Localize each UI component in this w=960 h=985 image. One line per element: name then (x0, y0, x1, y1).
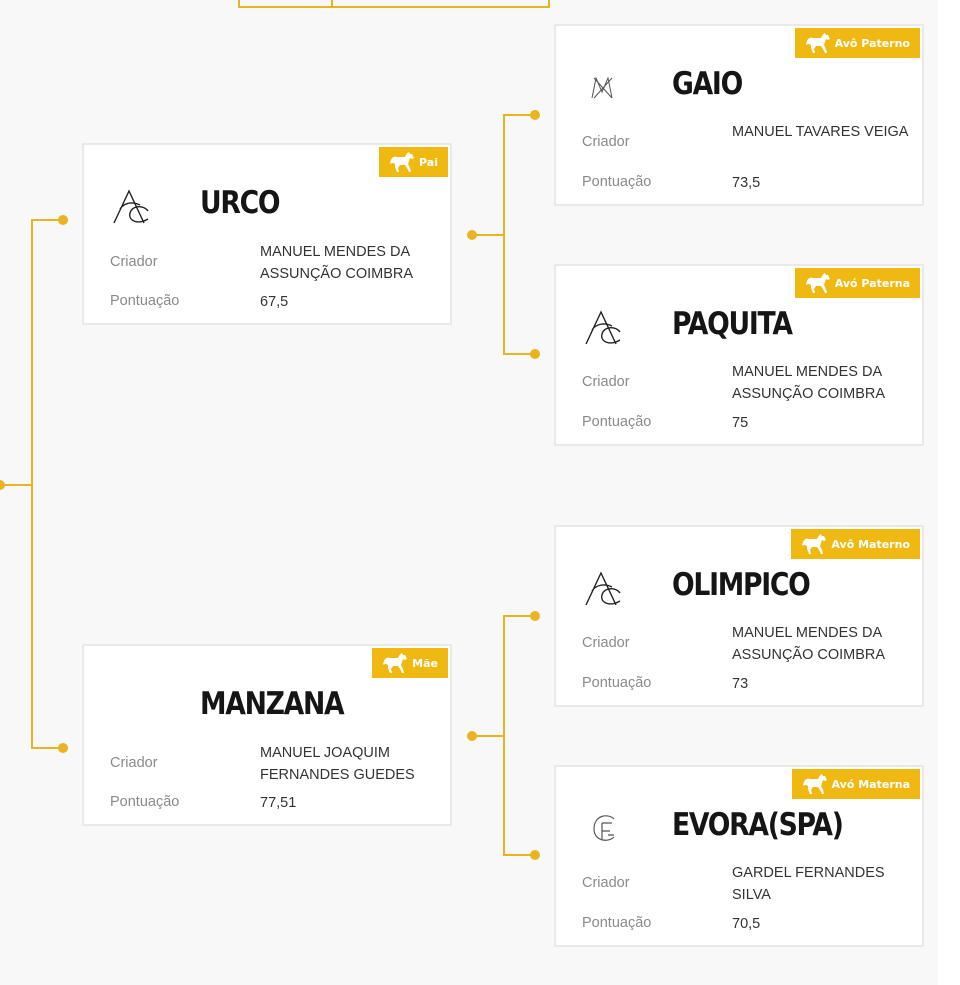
breeder-value: MANUEL MENDES DA ASSUNÇÃO COIMBRA (732, 625, 886, 663)
breeder-value: MANUEL MENDES DA ASSUNÇÃO COIMBRA (732, 364, 886, 402)
breeder-label: Criador (110, 755, 158, 771)
score-label: Pontuação (110, 794, 180, 810)
breeder-value: GARDEL FERNANDES SILVA (732, 865, 885, 903)
brand-ac-mark (110, 187, 156, 227)
brand-ac-mark (582, 569, 628, 609)
card-avo-materna[interactable]: Avó Materna EVORA(SPA) Criador GARDEL FE… (554, 765, 924, 947)
connector-from-pai (472, 234, 504, 236)
connector-dot (0, 480, 5, 490)
connector-to-mae (31, 747, 63, 749)
score-value: 73 (732, 676, 749, 692)
score-value: 70,5 (732, 916, 761, 932)
horse-name: URCO (200, 185, 281, 221)
horse-icon (801, 533, 827, 555)
brand-ac-mark (582, 308, 628, 348)
breeder-label: Criador (582, 635, 630, 651)
root-card-partial (238, 0, 550, 8)
badge-label: Pai (419, 155, 438, 169)
connector-dot (530, 110, 540, 120)
connector-dot (467, 731, 477, 741)
connector-vertical-maternal (503, 615, 505, 856)
connector-to-avo-paterna (503, 353, 535, 355)
score-value: 73,5 (732, 175, 761, 191)
badge-label: Avô Materno (831, 537, 910, 551)
connector-root (0, 484, 32, 486)
brand-mx-mark (582, 68, 628, 108)
badge-pai: Pai (379, 147, 448, 177)
brand-gf-mark (582, 809, 628, 849)
badge-label: Avô Paterno (834, 36, 910, 50)
card-avo-materno[interactable]: Avô Materno OLIMPICO Criador MANUEL MEND… (554, 525, 924, 707)
badge-avo-materna: Avó Materna (791, 769, 920, 799)
horse-name: PAQUITA (672, 306, 793, 342)
card-avo-paterno[interactable]: Avô Paterno GAIO Criador MANUEL TAVARES … (554, 24, 924, 206)
badge-mae: Mãe (372, 648, 448, 678)
badge-avo-materno: Avô Materno (791, 529, 920, 559)
card-avo-paterna[interactable]: Avó Paterna PAQUITA Criador MANUEL MENDE… (554, 264, 924, 446)
breeder-label: Criador (582, 374, 630, 390)
connector-dot (467, 230, 477, 240)
score-label: Pontuação (582, 174, 652, 190)
breeder-value: MANUEL MENDES DA ASSUNÇÃO COIMBRA (260, 244, 414, 282)
horse-name: GAIO (672, 66, 743, 102)
card-pai[interactable]: Pai URCO Criador MANUEL MENDES DA ASSUNÇ… (82, 143, 452, 325)
breeder-value: MANUEL TAVARES VEIGA (732, 124, 909, 140)
score-value: 67,5 (260, 294, 289, 310)
horse-name: OLIMPICO (672, 567, 811, 603)
horse-icon (389, 151, 415, 173)
connector-vertical-paternal (503, 114, 505, 355)
badge-avo-paterna: Avó Paterna (794, 268, 920, 298)
breeder-value: MANUEL JOAQUIM FERNANDES GUEDES (260, 745, 415, 783)
connector-dot (530, 850, 540, 860)
connector-from-mae (472, 735, 504, 737)
badge-label: Avó Materna (831, 777, 910, 791)
score-label: Pontuação (582, 414, 652, 430)
score-label: Pontuação (582, 675, 652, 691)
connector-dot (530, 611, 540, 621)
card-mae[interactable]: Mãe MANZANA Criador MANUEL JOAQUIM FERNA… (82, 644, 452, 826)
horse-icon (805, 272, 831, 294)
connector-dot (530, 349, 540, 359)
horse-icon (805, 32, 831, 54)
breeder-label: Criador (110, 254, 158, 270)
connector-to-avo-materna (503, 854, 535, 856)
connector-dot (58, 743, 68, 753)
connector-dot (58, 215, 68, 225)
score-value: 77,51 (260, 795, 297, 811)
connector-to-avo-paterno (503, 114, 535, 116)
score-label: Pontuação (110, 293, 180, 309)
badge-avo-paterno: Avô Paterno (794, 28, 920, 58)
connector-to-pai (31, 219, 63, 221)
horse-name: EVORA(SPA) (672, 807, 844, 843)
connector-vertical-left (31, 219, 33, 749)
badge-label: Avó Paterna (834, 276, 910, 290)
badge-label: Mãe (412, 656, 438, 670)
horse-icon (802, 773, 828, 795)
score-value: 75 (732, 415, 749, 431)
horse-name: MANZANA (200, 686, 345, 722)
score-label: Pontuação (582, 915, 652, 931)
horse-icon (382, 652, 408, 674)
breeder-label: Criador (582, 875, 630, 891)
breeder-label: Criador (582, 134, 630, 150)
connector-to-avo-materno (503, 615, 535, 617)
